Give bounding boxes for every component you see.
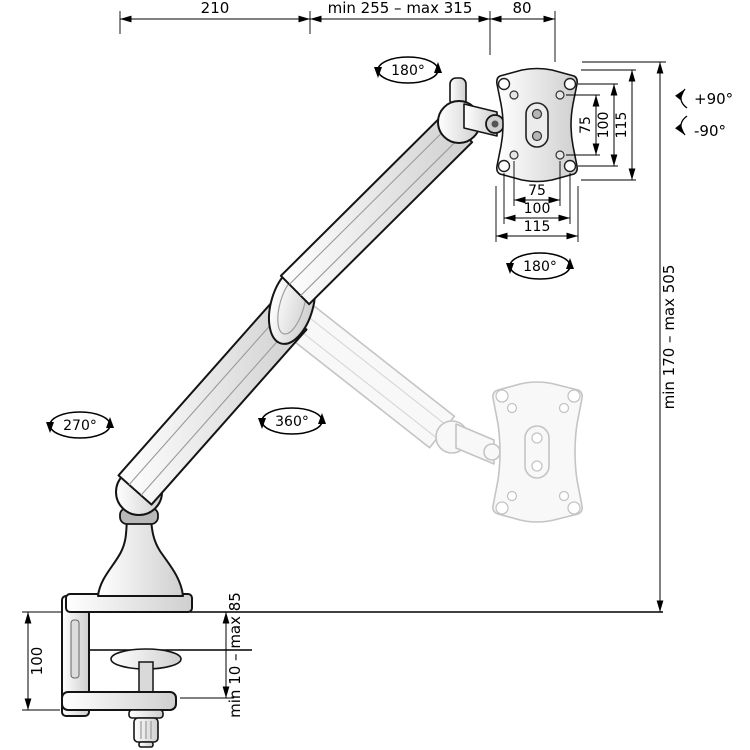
vesa-plate — [496, 67, 578, 183]
tilt-pivot-screw — [491, 120, 499, 128]
tilt-down-arrow — [675, 115, 688, 136]
arm-swivel-indicator: 360° — [258, 407, 326, 435]
monitor-head — [437, 77, 505, 144]
dim-clamp-height: 100 — [22, 611, 62, 711]
dim-top-chain: 210 min 255 – max 315 80 — [119, 0, 556, 62]
dim-desk-thickness-label: min 10 – max 85 — [226, 592, 244, 718]
lower-arm-segment — [117, 299, 308, 506]
clamp-knob-tip — [138, 741, 154, 748]
clamp-bottom-jaw — [61, 691, 177, 711]
ghost-arm-lowered-position — [288, 305, 583, 523]
dim-vesa-v115-label: 115 — [614, 112, 630, 139]
ghost-tilt-pivot — [483, 443, 501, 461]
column-trumpet — [97, 519, 184, 597]
ghost-plate-hub — [524, 425, 550, 479]
dim-desk-thickness: min 10 – max 85 — [180, 592, 244, 718]
arm-swivel-label: 360° — [275, 414, 309, 430]
head-swivel-label: 180° — [391, 63, 425, 79]
dim-arm-reach-label: min 255 – max 315 — [328, 0, 473, 17]
dim-height-range: min 170 – max 505 — [582, 61, 678, 612]
dim-vesa-v75-label: 75 — [578, 116, 594, 134]
head-swivel-indicator: 180° — [374, 56, 442, 84]
dim-vesa-v100-label: 100 — [596, 112, 612, 139]
dim-plate-vertical: 75 100 115 — [566, 69, 636, 181]
tilt-up-label: +90° — [694, 90, 733, 108]
dim-clamp-height-label: 100 — [28, 647, 46, 676]
tilt-up-arrow — [675, 88, 688, 109]
dim-height-range-label: min 170 – max 505 — [660, 265, 678, 410]
plate-rotation-indicator: 180° — [506, 252, 574, 280]
plate-rotation-label: 180° — [523, 259, 557, 275]
lower-arm-body — [117, 299, 308, 506]
clamp-slot — [70, 619, 80, 679]
upper-arm-segment — [279, 112, 474, 306]
dim-vesa-h100-label: 100 — [524, 201, 551, 217]
base-swivel-indicator: 270° — [46, 411, 114, 439]
tilt-indicator: +90° -90° — [675, 88, 733, 140]
dim-vesa-h75-label: 75 — [528, 183, 546, 199]
clamp-knob-cap — [128, 709, 164, 719]
dim-plate-horizontal: 75 100 115 — [495, 161, 579, 242]
dim-arm-offset-label: 210 — [201, 0, 230, 17]
dim-vesa-h115-label: 115 — [524, 219, 551, 235]
base-swivel-label: 270° — [63, 418, 97, 434]
ghost-forearm — [288, 305, 456, 449]
tilt-down-label: -90° — [694, 122, 726, 140]
plate-hub — [525, 102, 549, 148]
dim-head-offset-label: 80 — [512, 0, 531, 17]
desk — [89, 611, 663, 651]
upper-arm-body — [279, 112, 474, 306]
desk-clamp — [61, 593, 193, 748]
